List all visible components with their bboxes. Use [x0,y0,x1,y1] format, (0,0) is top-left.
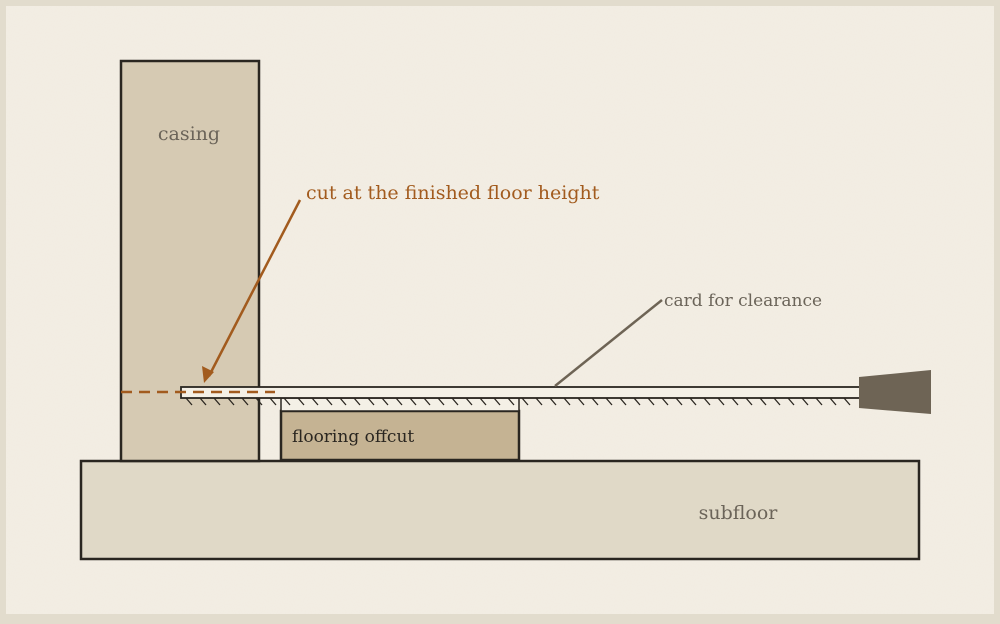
saw-tooth [605,397,613,406]
saw-tooth [507,397,515,406]
offcut-top-strip [280,397,520,412]
saw-tooth [801,397,809,406]
saw-tooth [535,397,543,406]
saw-tooth [451,397,459,406]
saw-tooth [843,397,851,406]
saw-tooth [521,397,529,406]
saw-tooth [577,397,585,406]
door-casing [119,59,261,463]
saw-tooth [367,397,375,406]
saw-tooth [787,397,795,406]
saw-handle [859,370,931,414]
saw-tooth [423,397,431,406]
saw-tooth [437,397,445,406]
saw-tooth [549,397,557,406]
saw-tooth [185,397,193,406]
card-leader-line [554,299,663,387]
saw-tooth [465,397,473,406]
cut-arrow-head [202,366,214,383]
saw-tooth [353,397,361,406]
offcut-label: flooring offcut [292,427,414,447]
saw-tooth [325,397,333,406]
saw-tooth [339,397,347,406]
saw-tooth [647,397,655,406]
saw-tooth [675,397,683,406]
saw-tooth [619,397,627,406]
saw-tooth [493,397,501,406]
saw-tooth [241,397,249,406]
saw-tooth [381,397,389,406]
saw-tooth [283,397,291,406]
saw-tooth [591,397,599,406]
saw-tooth [199,397,207,406]
subfloor-label: subfloor [699,502,779,524]
saw-tooth [773,397,781,406]
cut-note-label: cut at the finished floor height [306,182,600,204]
saw-tooth [689,397,697,406]
saw-tooth [269,397,277,406]
saw-tooth [829,397,837,406]
saw-tooth [745,397,753,406]
saw-tooth [297,397,305,406]
casing-label: casing [158,123,220,145]
saw-blade [180,386,861,399]
saw-tooth [717,397,725,406]
saw-teeth [185,397,851,406]
saw-tooth [395,397,403,406]
saw-tooth [703,397,711,406]
cut-callout-arrow [207,199,302,377]
saw-tooth [409,397,417,406]
subfloor-block [79,459,921,561]
card-note-label: card for clearance [664,291,822,311]
saw-tooth [479,397,487,406]
saw-tooth [815,397,823,406]
saw-tooth [731,397,739,406]
saw-tooth [213,397,221,406]
saw-tooth [227,397,235,406]
saw-tooth [661,397,669,406]
saw-tooth [563,397,571,406]
saw-tooth [633,397,641,406]
saw-tooth [311,397,319,406]
saw-tooth [759,397,767,406]
saw-tooth [255,397,263,406]
